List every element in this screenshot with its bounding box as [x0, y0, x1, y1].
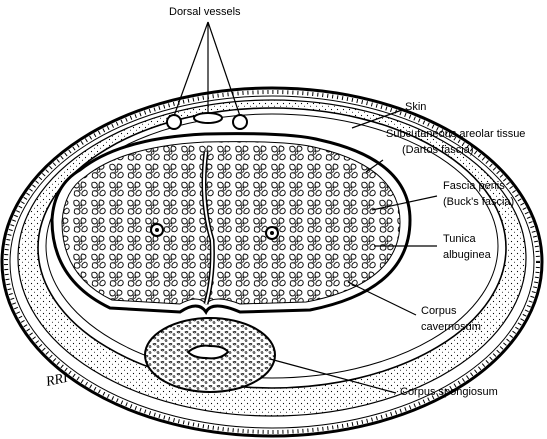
label-tunica-line2: albuginea: [443, 249, 491, 262]
label-fascia-line2: (Buck's fascia): [443, 196, 514, 209]
dorsal-vein: [194, 113, 222, 123]
label-subcutaneous-line2: (Dartos fascia): [402, 144, 474, 157]
label-cavernosum-line2: cavernosum: [421, 321, 481, 334]
dorsal-artery-left: [167, 115, 181, 129]
label-corpus-spongiosum: Corpus spongiosum: [400, 386, 498, 399]
label-fascia-line1: Fascia penis: [443, 180, 505, 193]
dorsal-artery-right: [233, 115, 247, 129]
label-cavernosum-line1: Corpus: [421, 305, 456, 318]
corpus-cavernosum: [62, 142, 400, 304]
urethra: [188, 346, 228, 359]
label-subcutaneous-line1: Subcutaneous areolar tissue: [386, 128, 525, 141]
label-dorsal-vessels: Dorsal vessels: [169, 6, 241, 19]
label-tunica-line1: Tunica: [443, 233, 476, 246]
label-skin: Skin: [405, 101, 426, 114]
artist-signature: RRI: [44, 370, 71, 390]
